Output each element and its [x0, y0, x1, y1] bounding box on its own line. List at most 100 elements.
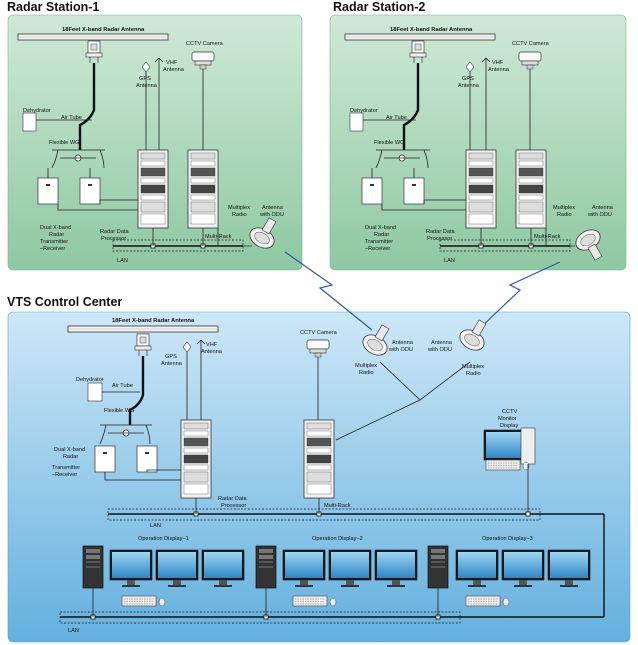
cctv-monitor-label-1: CCTV — [502, 409, 517, 415]
dehydrator-icon — [22, 112, 37, 132]
dual-radar-label-1: Dual X-band — [365, 225, 396, 231]
op-display-3-label: Operation Display–3 — [482, 536, 533, 542]
dual-radar-label-1: Dual X-band — [54, 447, 85, 453]
cctv-label: CCTV Camera — [300, 330, 338, 336]
radar-antenna-bar — [17, 33, 169, 41]
transceiver-2-icon — [136, 445, 158, 473]
rdp-label-1: Radar Data — [100, 229, 129, 235]
dual-radar-label-4: –Receiver — [52, 472, 77, 478]
multirack-label: Multi-Rack — [534, 234, 561, 240]
vts-diagram: 18Feet X-band Radar Antenna GPS Antenna … — [52, 314, 605, 634]
cctv-monitor-label-2: Monitor — [498, 416, 517, 422]
transceiver-2-icon — [403, 177, 425, 205]
wireless-link-2 — [477, 261, 561, 331]
flexible-wg-label: Flexible WG — [104, 408, 134, 414]
odu-label-2b: with ODU — [427, 347, 452, 353]
odu-label-1: Antenna — [392, 340, 414, 346]
dual-radar-label-2: Radar — [374, 232, 389, 238]
multi-rack — [187, 149, 219, 229]
flexible-wg-label: Flexible WG — [374, 140, 404, 146]
multiplex-label-2: Radio — [232, 212, 247, 218]
multiplex-label-2: Radio — [359, 370, 374, 376]
multiplex-label-2: Radio — [557, 212, 572, 218]
dual-radar-label-2: Radar — [49, 232, 64, 238]
lan-label-upper: LAN — [150, 523, 161, 529]
pc-tower-3-icon — [427, 545, 449, 589]
vhf-label-2: Antenna — [488, 67, 510, 73]
station2-panel — [329, 14, 627, 271]
gps-label-2: Antenna — [458, 83, 480, 89]
rdp-label-2: Processor — [101, 236, 126, 242]
air-tube-label: Air Tube — [386, 115, 407, 121]
odu-label-2: with ODU — [259, 212, 284, 218]
cctv-monitor-label-3: Display — [500, 423, 519, 429]
radar-antenna-bar — [67, 325, 219, 333]
odu-label-1b: Antenna — [431, 340, 453, 346]
dehydrator-icon — [87, 382, 103, 402]
gps-label-1: GPS — [165, 354, 177, 360]
rdp-label-2: Processor — [221, 503, 246, 509]
pc-tower-1-icon — [82, 545, 104, 589]
lan-label: LAN — [117, 258, 128, 264]
station2-title: Radar Station-2 — [333, 0, 425, 14]
multiplex-label-1: Multiplex — [553, 205, 575, 211]
multiplex-label-1: Multiplex — [355, 363, 377, 369]
odu-label-1: Antenna — [262, 205, 284, 211]
flexible-wg-label: Flexible WG — [49, 140, 79, 146]
vts-title: VTS Control Center — [7, 295, 122, 309]
radar-antenna-bar — [344, 33, 496, 41]
rdp-label-1: Radar Data — [218, 496, 247, 502]
station2-diagram: 18Feet X-band Radar Antenna CCTV Camera … — [344, 27, 614, 266]
rdp-label-2: Processor — [427, 236, 452, 242]
dual-radar-label-3: Transmitter — [40, 239, 68, 245]
lan-label: LAN — [444, 258, 455, 264]
air-tube-label: Air Tube — [61, 115, 82, 121]
transceiver-2-icon — [79, 177, 101, 205]
transceiver-1-icon — [37, 177, 59, 205]
rdp-label-1: Radar Data — [426, 229, 455, 235]
vhf-label-1: VHF — [166, 60, 178, 66]
gps-label-1: GPS — [139, 76, 151, 82]
wireless-link-1 — [284, 251, 373, 331]
dual-radar-label-4: –Receiver — [365, 246, 390, 252]
radar-data-processor-rack — [137, 149, 169, 229]
cctv-label: CCTV Camera — [186, 41, 224, 47]
vhf-label-2: Antenna — [201, 349, 223, 355]
dehydrator-icon — [349, 112, 364, 132]
radar-antenna-label: 18Feet X-band Radar Antenna — [112, 318, 195, 324]
radar-antenna-label: 18Feet X-band Radar Antenna — [62, 27, 145, 33]
dual-radar-label-4: –Receiver — [40, 246, 65, 252]
cctv-label: CCTV Camera — [512, 41, 550, 47]
gps-label-1: GPS — [462, 76, 474, 82]
gps-label-2: Antenna — [136, 83, 158, 89]
dual-radar-label-3: Transmitter — [52, 465, 80, 471]
radar-data-processor-rack — [180, 419, 212, 499]
air-tube-label: Air Tube — [112, 383, 133, 389]
gps-label-2: Antenna — [161, 361, 183, 367]
dual-radar-label-3: Transmitter — [365, 239, 393, 245]
radar-antenna-label: 18Feet X-band Radar Antenna — [390, 27, 473, 33]
dehydrator-label: Dehydrator — [76, 377, 104, 383]
op-display-1-label: Operation Display–1 — [138, 536, 189, 542]
odu-label-2: with ODU — [587, 212, 612, 218]
station1-diagram: 18Feet X-band Radar Antenna CCTV Camera … — [17, 27, 285, 264]
vhf-label-1: VHF — [492, 60, 504, 66]
dehydrator-label: Dehydrator — [23, 108, 51, 114]
dehydrator-label: Dehydrator — [350, 108, 378, 114]
station1-title: Radar Station-1 — [7, 0, 99, 14]
radar-data-processor-rack — [465, 149, 497, 229]
station1-panel — [7, 14, 303, 271]
multiplex-label-1b: Multiplex — [462, 364, 484, 370]
lan-label-lower: LAN — [68, 628, 79, 634]
vhf-label-2: Antenna — [163, 67, 185, 73]
dual-radar-label-2: Radar — [63, 454, 78, 460]
odu-label-1: Antenna — [592, 205, 614, 211]
multi-rack — [303, 419, 335, 499]
pc-tower-2-icon — [255, 545, 277, 589]
transceiver-1-icon — [361, 177, 383, 205]
transceiver-1-icon — [94, 445, 116, 473]
multirack-label: Multi-Rack — [324, 503, 351, 509]
vhf-label-1: VHF — [206, 342, 218, 348]
multiplex-label-1: Multiplex — [228, 205, 250, 211]
